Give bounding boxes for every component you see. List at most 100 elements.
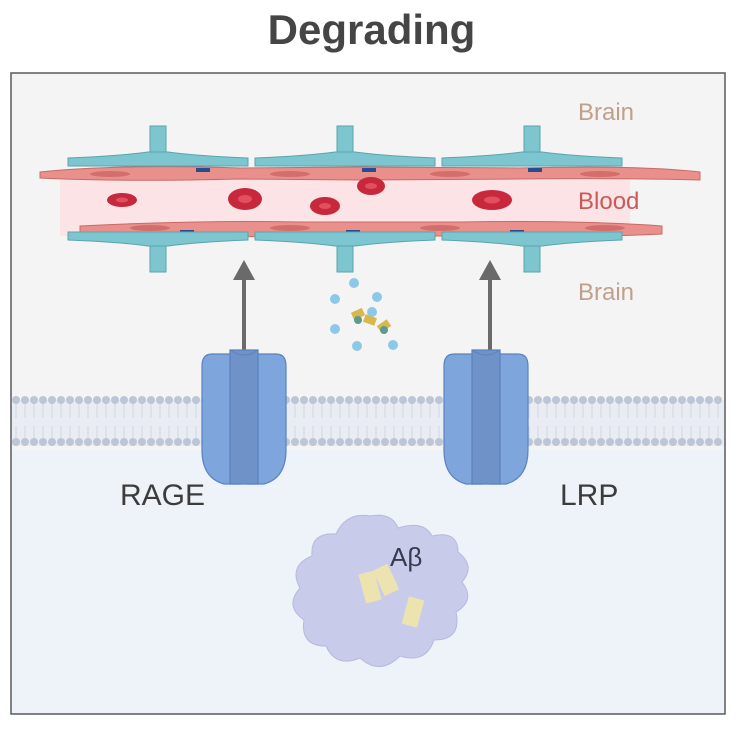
lipid-head [174, 438, 182, 446]
brain-label-bottom: Brain [578, 279, 634, 306]
lipid-head [408, 396, 416, 404]
lipid-head [192, 396, 200, 404]
lipid-head [651, 396, 659, 404]
lipid-head [624, 396, 632, 404]
lipid-head [624, 438, 632, 446]
lipid-head [660, 396, 668, 404]
lipid-head [57, 438, 65, 446]
lipid-head [138, 438, 146, 446]
lipid-head [426, 438, 434, 446]
lipid-head [21, 438, 29, 446]
lipid-head [579, 396, 587, 404]
lipid-head [93, 396, 101, 404]
rage-label: RAGE [120, 479, 205, 512]
lipid-head [426, 396, 434, 404]
red-blood-cell-icon [107, 177, 512, 215]
lipid-head [345, 396, 353, 404]
lipid-head [660, 438, 668, 446]
lipid-head [561, 396, 569, 404]
lipid-head [138, 396, 146, 404]
lipid-head [381, 396, 389, 404]
lipid-head [696, 438, 704, 446]
lipid-head [642, 396, 650, 404]
lipid-head [309, 396, 317, 404]
lipid-head [570, 438, 578, 446]
lipid-head [111, 396, 119, 404]
lipid-head [606, 438, 614, 446]
lipid-head [651, 438, 659, 446]
lipid-head [75, 438, 83, 446]
lipid-head [417, 438, 425, 446]
lipid-head [696, 396, 704, 404]
lipid-head [318, 438, 326, 446]
lipid-head [669, 396, 677, 404]
lipid-head [156, 396, 164, 404]
lipid-head [309, 438, 317, 446]
lipid-head [597, 438, 605, 446]
lipid-head [57, 396, 65, 404]
lipid-head [642, 438, 650, 446]
lipid-head [21, 396, 29, 404]
lipid-head [174, 396, 182, 404]
brain-label-top: Brain [578, 99, 634, 126]
lipid-head [552, 396, 560, 404]
lipid-head [354, 396, 362, 404]
lipid-head [165, 438, 173, 446]
figure-title: Degrading [267, 6, 476, 53]
lipid-head [579, 438, 587, 446]
lipid-head [336, 438, 344, 446]
lipid-head [435, 396, 443, 404]
lipid-head [291, 396, 299, 404]
lipid-head [147, 438, 155, 446]
lipid-head [300, 396, 308, 404]
lipid-head [192, 438, 200, 446]
lipid-head [588, 438, 596, 446]
lipid-head [12, 438, 20, 446]
lipid-head [570, 396, 578, 404]
lipid-head [615, 438, 623, 446]
lipid-head [363, 396, 371, 404]
lipid-head [399, 396, 407, 404]
lipid-head [84, 438, 92, 446]
lipid-head [345, 438, 353, 446]
lrp-label: LRP [560, 479, 618, 512]
lipid-head [687, 396, 695, 404]
lrp-receptor-icon [443, 349, 529, 485]
lipid-head [291, 438, 299, 446]
lipid-head [615, 396, 623, 404]
lipid-head [372, 396, 380, 404]
lipid-head [48, 396, 56, 404]
lipid-head [543, 438, 551, 446]
lipid-head [678, 396, 686, 404]
lipid-head [534, 438, 542, 446]
lipid-head [156, 438, 164, 446]
lipid-head [552, 438, 560, 446]
lipid-head [102, 438, 110, 446]
abeta-label: Aβ [390, 542, 422, 572]
lipid-head [120, 396, 128, 404]
lipid-head [669, 438, 677, 446]
lipid-head [417, 396, 425, 404]
lipid-head [390, 396, 398, 404]
lipid-head [543, 396, 551, 404]
rage-receptor-icon [201, 349, 287, 485]
lipid-head [48, 438, 56, 446]
lipid-head [633, 438, 641, 446]
lipid-head [39, 396, 47, 404]
lipid-head [705, 396, 713, 404]
lipid-head [399, 438, 407, 446]
lipid-head [714, 396, 722, 404]
lipid-head [318, 396, 326, 404]
lipid-head [30, 438, 38, 446]
lipid-head [588, 396, 596, 404]
lipid-head [30, 396, 38, 404]
lipid-head [66, 438, 74, 446]
amyloid-fragment-icon [330, 278, 398, 351]
lipid-head [111, 438, 119, 446]
rage-transport-arrow [233, 260, 255, 352]
lipid-head [714, 438, 722, 446]
lipid-head [372, 438, 380, 446]
lipid-head [66, 396, 74, 404]
lipid-head [327, 396, 335, 404]
